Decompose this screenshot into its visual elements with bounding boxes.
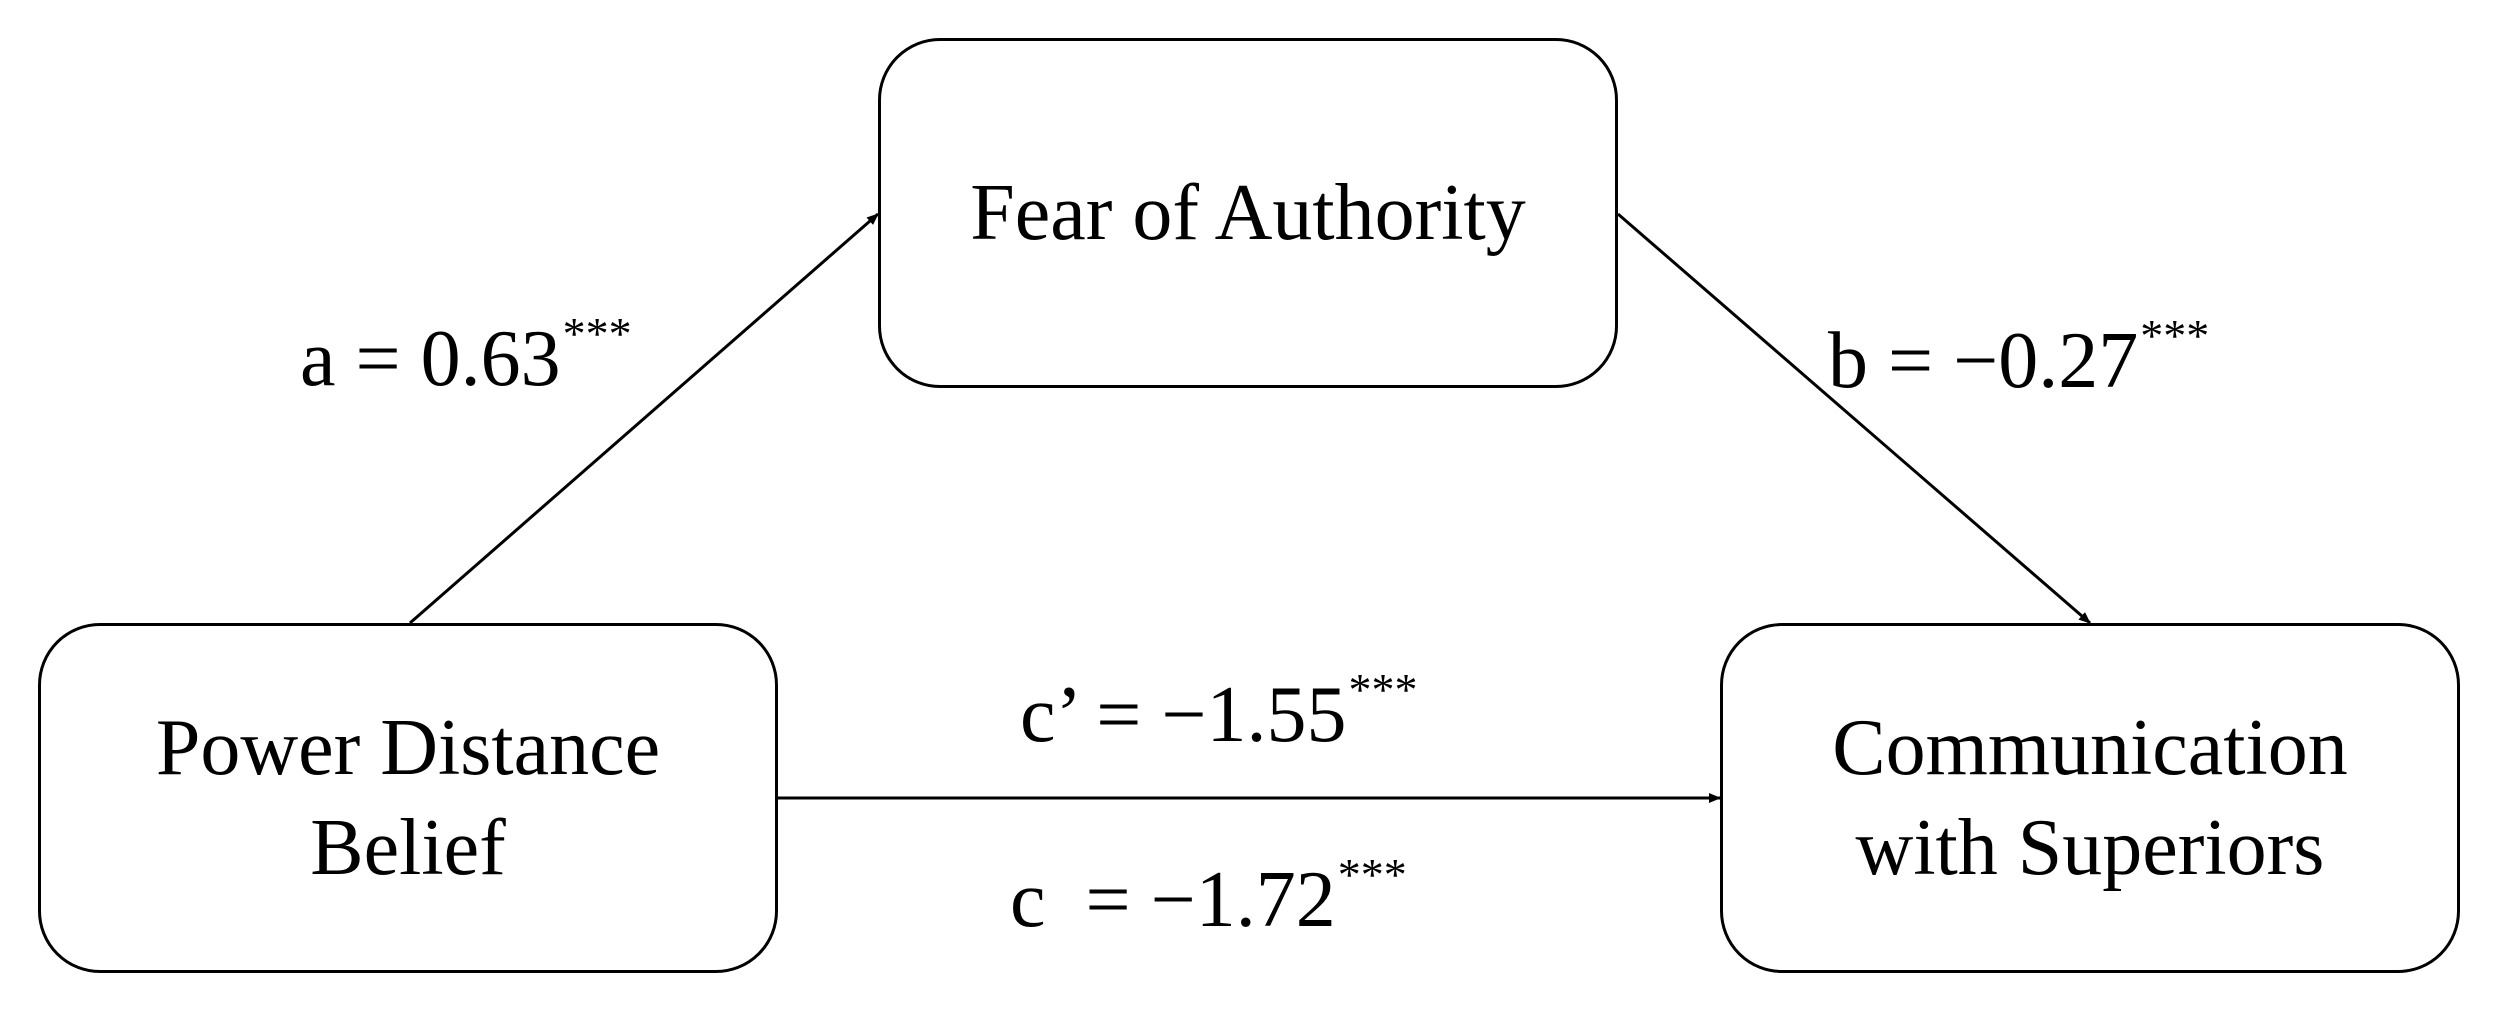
path-b-coefficient: b = −0.27*** <box>1828 310 2209 417</box>
arrow-a <box>409 212 879 625</box>
path-a-significance: *** <box>562 308 632 359</box>
outcome-label: Communication with Superiors <box>1832 704 2348 892</box>
path-a-coefficient: a = 0.63*** <box>300 308 632 415</box>
path-c-coefficient: c = −1.72*** <box>1010 849 1407 956</box>
predictor-node: Power Distance Belief <box>38 623 778 973</box>
outcome-node: Communication with Superiors <box>1720 623 2460 973</box>
mediator-label: Fear of Authority <box>970 169 1526 257</box>
path-c-label: c = −1.72 <box>1010 856 1336 944</box>
predictor-label: Power Distance Belief <box>155 704 661 892</box>
path-b-significance: *** <box>2140 310 2210 361</box>
path-c-significance: *** <box>1337 849 1407 900</box>
arrow-b <box>1617 212 2091 625</box>
mediator-node: Fear of Authority <box>878 38 1618 388</box>
path-b-label: b = −0.27 <box>1828 317 2139 405</box>
path-c-prime-significance: *** <box>1348 664 1418 715</box>
path-a-label: a = 0.63 <box>300 315 561 403</box>
path-c-prime-coefficient: c’ = −1.55*** <box>1020 664 1417 771</box>
path-c-prime-label: c’ = −1.55 <box>1020 671 1347 759</box>
